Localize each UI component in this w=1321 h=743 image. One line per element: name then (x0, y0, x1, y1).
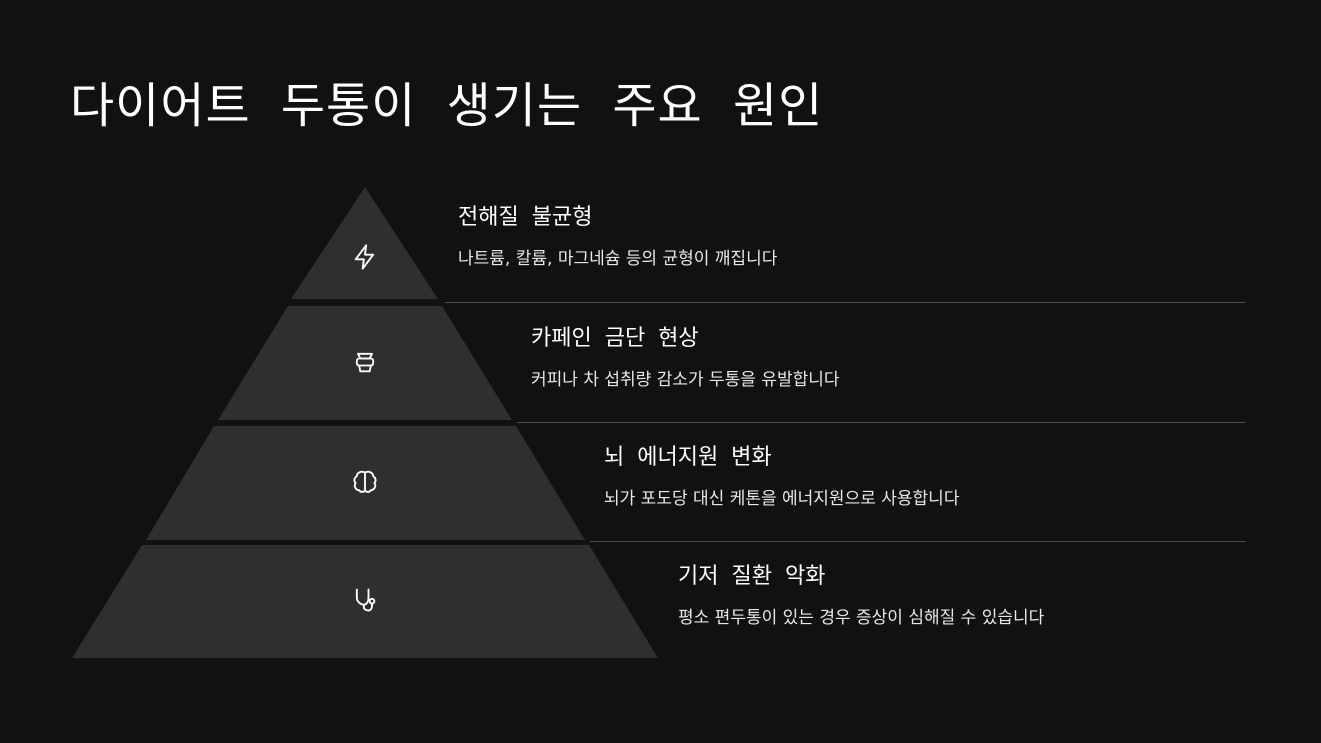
stethoscope-icon (350, 585, 380, 615)
tier-divider (590, 541, 1246, 542)
tier-heading: 기저 질환 악화 (678, 564, 826, 589)
tier-3-text: 뇌 에너지원 변화 뇌가 포도당 대신 케톤을 에너지원으로 사용합니다 (604, 444, 959, 510)
tier-description: 커피나 차 섭취량 감소가 두통을 유발합니다 (531, 370, 840, 390)
tier-divider (517, 422, 1246, 423)
tier-description: 뇌가 포도당 대신 케톤을 에너지원으로 사용합니다 (604, 489, 960, 509)
tier-description: 평소 편두통이 있는 경우 증상이 심해질 수 있습니다 (678, 608, 1045, 628)
tier-heading: 뇌 에너지원 변화 (604, 445, 772, 470)
tier-2-text: 카페인 금단 현상 커피나 차 섭취량 감소가 두통을 유발합니다 (531, 325, 840, 391)
tier-1-text: 전해질 불균형 나트륨, 칼륨, 마그네슘 등의 균형이 깨집니다 (458, 204, 777, 270)
brain-icon (350, 467, 380, 497)
coffee-cup-icon (350, 347, 380, 377)
page-title: 다이어트 두통이 생기는 주요 원인 (70, 78, 824, 134)
tier-heading: 카페인 금단 현상 (531, 326, 699, 351)
tier-4-text: 기저 질환 악화 평소 편두통이 있는 경우 증상이 심해질 수 있습니다 (678, 563, 1044, 629)
tier-heading: 전해질 불균형 (458, 205, 593, 230)
lightning-icon (350, 242, 380, 272)
tier-description: 나트륨, 칼륨, 마그네슘 등의 균형이 깨집니다 (458, 249, 778, 269)
tier-divider (445, 302, 1246, 303)
